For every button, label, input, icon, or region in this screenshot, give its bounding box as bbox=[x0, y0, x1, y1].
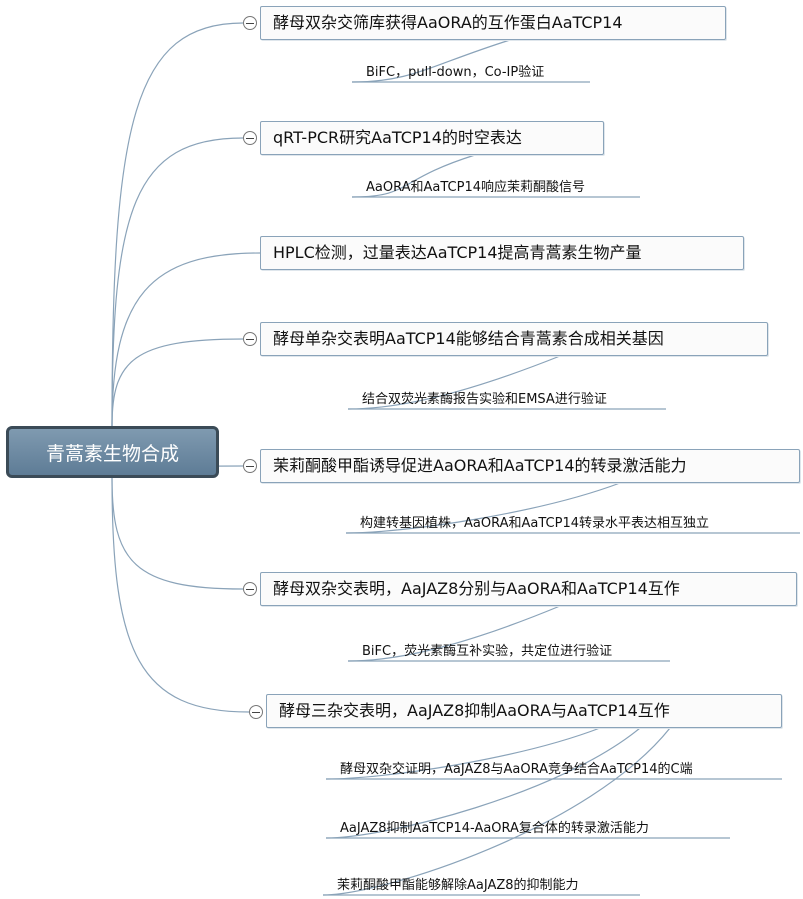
central-topic[interactable]: 青蒿素生物合成 bbox=[6, 426, 219, 478]
topic-connector bbox=[111, 477, 244, 590]
topic-label: HPLC检测，过量表达AaTCP14提高青蒿素生物产量 bbox=[273, 243, 642, 262]
topic-label: 酵母双杂交表明，AaJAZ8分别与AaORA和AaTCP14互作 bbox=[273, 579, 680, 598]
topic-label: qRT-PCR研究AaTCP14的时空表达 bbox=[273, 128, 522, 147]
topic-label: 酵母双杂交筛库获得AaORA的互作蛋白AaTCP14 bbox=[273, 13, 623, 32]
collapse-toggle-icon[interactable] bbox=[243, 131, 257, 145]
topic-6[interactable]: 酵母三杂交表明，AaJAZ8抑制AaORA与AaTCP14互作 bbox=[266, 694, 782, 728]
topic-3[interactable]: 酵母单杂交表明AaTCP14能够结合青蒿素合成相关基因 bbox=[260, 322, 768, 356]
topic-0[interactable]: 酵母双杂交筛库获得AaORA的互作蛋白AaTCP14 bbox=[260, 6, 726, 40]
subtopic-3-0[interactable]: 结合双荧光素酶报告实验和EMSA进行验证 bbox=[362, 392, 607, 407]
topic-connector bbox=[111, 22, 244, 427]
topic-1[interactable]: qRT-PCR研究AaTCP14的时空表达 bbox=[260, 121, 604, 155]
subtopic-6-0[interactable]: 酵母双杂交证明，AaJAZ8与AaORA竞争结合AaTCP14的C端 bbox=[340, 762, 693, 777]
subtopic-1-0[interactable]: AaORA和AaTCP14响应茉莉酮酸信号 bbox=[366, 180, 585, 195]
subtopic-connector bbox=[322, 727, 671, 896]
topic-5[interactable]: 酵母双杂交表明，AaJAZ8分别与AaORA和AaTCP14互作 bbox=[260, 572, 797, 606]
subtopic-0-0[interactable]: BiFC，pull-down，Co-IP验证 bbox=[366, 65, 545, 80]
topic-connector bbox=[111, 338, 244, 427]
topic-label: 茉莉酮酸甲酯诱导促进AaORA和AaTCP14的转录激活能力 bbox=[273, 456, 687, 475]
collapse-toggle-icon[interactable] bbox=[243, 582, 257, 596]
collapse-toggle-icon[interactable] bbox=[243, 459, 257, 473]
topic-2[interactable]: HPLC检测，过量表达AaTCP14提高青蒿素生物产量 bbox=[260, 236, 744, 270]
topic-connector bbox=[111, 477, 250, 713]
collapse-toggle-icon[interactable] bbox=[249, 705, 263, 719]
central-topic-label: 青蒿素生物合成 bbox=[45, 442, 179, 465]
topic-label: 酵母三杂交表明，AaJAZ8抑制AaORA与AaTCP14互作 bbox=[279, 701, 670, 720]
subtopic-6-2[interactable]: 茉莉酮酸甲酯能够解除AaJAZ8的抑制能力 bbox=[337, 878, 579, 893]
subtopic-5-0[interactable]: BiFC，荧光素酶互补实验，共定位进行验证 bbox=[362, 644, 613, 659]
collapse-toggle-icon[interactable] bbox=[243, 16, 257, 30]
topic-4[interactable]: 茉莉酮酸甲酯诱导促进AaORA和AaTCP14的转录激活能力 bbox=[260, 449, 800, 483]
subtopic-4-0[interactable]: 构建转基因植株，AaORA和AaTCP14转录水平表达相互独立 bbox=[360, 516, 709, 531]
subtopic-6-1[interactable]: AaJAZ8抑制AaTCP14-AaORA复合体的转录激活能力 bbox=[340, 821, 649, 836]
topic-connector bbox=[111, 252, 261, 427]
topic-connector bbox=[111, 137, 244, 427]
collapse-toggle-icon[interactable] bbox=[243, 332, 257, 346]
topic-label: 酵母单杂交表明AaTCP14能够结合青蒿素合成相关基因 bbox=[273, 329, 664, 348]
